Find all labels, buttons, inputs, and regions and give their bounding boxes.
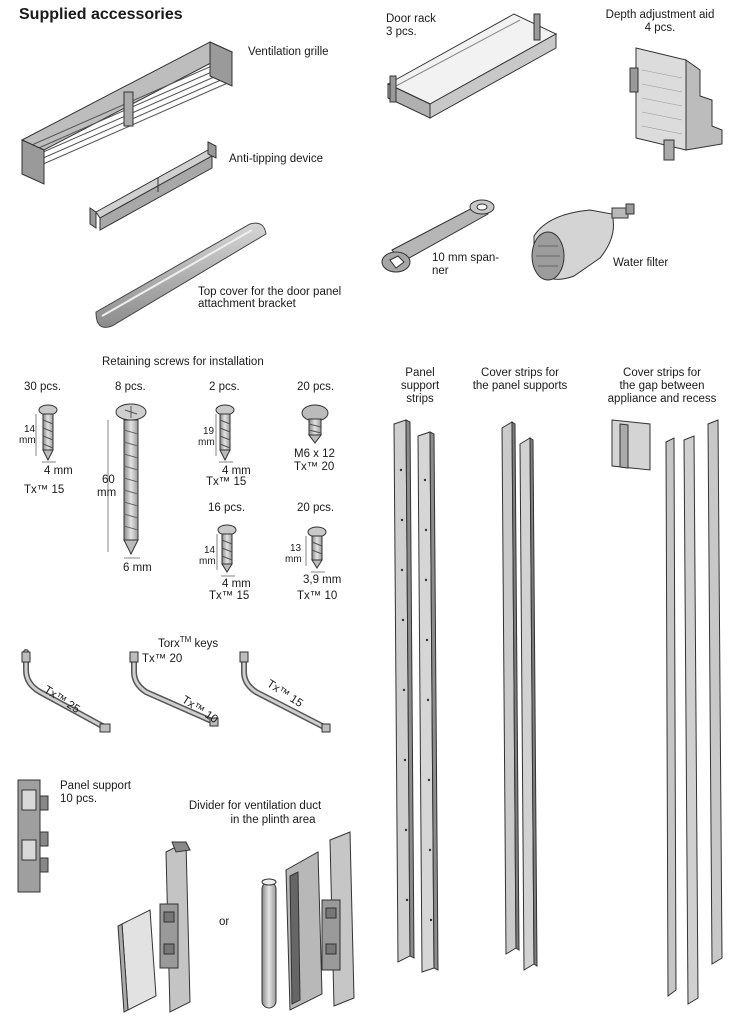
screw1-torx: Tx™ 15	[24, 484, 65, 496]
cover-strips-label-line1: Cover strips for	[481, 367, 559, 379]
screw3-torx: Tx™ 15	[206, 476, 247, 488]
cover-strips-gap-illustration	[611, 419, 723, 1005]
screw1-length-unit: mm	[19, 435, 36, 446]
screw-8pcs-illustration	[107, 403, 147, 559]
screw5-length-unit: mm	[199, 556, 216, 567]
screw-20pcs-m6-illustration	[301, 404, 329, 444]
screw2-count: 8 pcs.	[115, 381, 146, 393]
spanner-label-line2: ner	[432, 265, 449, 277]
screw5-diameter: 4 mm	[222, 578, 251, 590]
screw2-length-unit: mm	[97, 487, 117, 499]
screw-2pcs-illustration	[215, 404, 235, 463]
ventilation-grille-label: Ventilation grille	[248, 46, 329, 58]
page-title: Supplied accessories	[19, 6, 183, 23]
panel-strips-label-line1: Panel	[405, 367, 435, 379]
screw4-count: 20 pcs.	[297, 381, 335, 393]
water-filter-label: Water filter	[613, 257, 669, 269]
key-tx20-label: Tx™ 20	[142, 653, 183, 665]
gap-strips-label-line3: appliance and recess	[607, 393, 717, 405]
panel-support-strips-illustration	[393, 419, 439, 973]
screw1-diameter: 4 mm	[44, 465, 73, 477]
torx-key-20-10-illustration	[129, 651, 219, 727]
screw5-length: 14	[204, 545, 216, 556]
panel-strips-label-line2: support	[400, 380, 440, 392]
screw4-size: M6 x 12	[294, 448, 335, 460]
divider-option1-illustration	[117, 841, 191, 1013]
water-filter-illustration	[531, 203, 635, 281]
screw6-length-unit: mm	[285, 554, 302, 565]
screw3-count: 2 pcs.	[209, 381, 240, 393]
divider-label-line2: in the plinth area	[230, 814, 316, 826]
screw6-diameter: 3,9 mm	[303, 574, 342, 586]
ventilation-grille-illustration	[20, 41, 234, 185]
gap-strips-label-line1: Cover strips for	[623, 367, 701, 379]
screw1-count: 30 pcs.	[24, 381, 62, 393]
screw6-length: 13	[290, 543, 302, 554]
cover-strips-panel-illustration	[501, 421, 538, 971]
screw6-count: 20 pcs.	[297, 502, 335, 514]
torx-key-25-illustration	[21, 649, 111, 733]
door-rack-count: 3 pcs.	[386, 26, 417, 38]
gap-strips-label-line2: the gap between	[619, 380, 705, 392]
top-cover-label-line1: Top cover for the door panel	[198, 286, 342, 298]
cover-strips-label-line2: the panel supports	[472, 380, 568, 392]
divider-option2-illustration	[261, 831, 355, 1011]
divider-or-label: or	[219, 916, 230, 928]
screw5-torx: Tx™ 15	[209, 590, 250, 602]
screw6-torx: Tx™ 10	[297, 590, 338, 602]
torx-keys-heading: TorxTM keys	[158, 635, 219, 650]
depth-aid-count: 4 pcs.	[644, 22, 676, 34]
screws-heading: Retaining screws for installation	[102, 356, 264, 368]
spanner-illustration	[381, 199, 495, 273]
screw3-length: 19	[203, 426, 215, 437]
spanner-label-line1: 10 mm span-	[432, 252, 500, 264]
depth-adjustment-aid-illustration	[629, 47, 723, 161]
top-cover-illustration	[95, 222, 267, 328]
screw2-length: 60	[102, 474, 115, 486]
anti-tipping-label: Anti-tipping device	[229, 153, 323, 165]
depth-aid-label: Depth adjustment aid	[605, 9, 715, 21]
divider-label-line1: Divider for ventilation duct	[188, 800, 322, 812]
door-rack-label: Door rack	[386, 13, 436, 25]
screw-20pcs-39-illustration	[305, 526, 327, 573]
screw4-torx: Tx™ 20	[294, 461, 335, 473]
screw3-diameter: 4 mm	[222, 465, 251, 477]
screw-30pcs-illustration	[35, 404, 58, 463]
anti-tipping-illustration	[89, 141, 217, 231]
screw3-length-unit: mm	[198, 437, 215, 448]
panel-support-count: 10 pcs.	[60, 793, 98, 805]
panel-strips-label-line3: strips	[406, 393, 434, 405]
screw1-length: 14	[24, 424, 36, 435]
screw5-count: 16 pcs.	[208, 502, 246, 514]
screw-16pcs-illustration	[216, 524, 237, 577]
door-rack-illustration	[386, 13, 558, 119]
screw2-diameter: 6 mm	[123, 562, 152, 574]
torx-key-15-illustration	[239, 651, 331, 733]
panel-support-illustration	[17, 779, 49, 893]
top-cover-label-line2: attachment bracket	[198, 298, 296, 310]
panel-support-label: Panel support	[60, 780, 131, 792]
